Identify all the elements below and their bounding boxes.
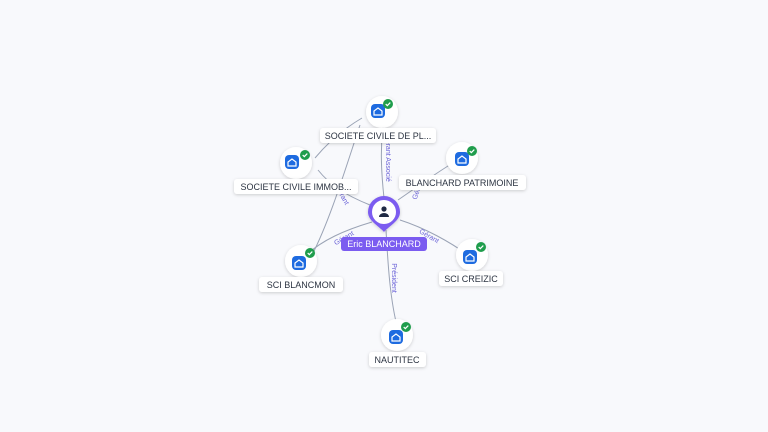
verified-check-icon: [383, 99, 393, 109]
verified-check-icon: [305, 248, 315, 258]
building-icon: [292, 256, 306, 270]
node-label: BLANCHARD PATRIMOINE: [406, 178, 519, 188]
company-node-n5[interactable]: SCI CREIZIC: [439, 239, 503, 286]
person-icon: [379, 206, 389, 217]
building-icon: [371, 104, 385, 118]
node-label: SOCIETE CIVILE IMMOB...: [240, 182, 351, 192]
company-node-n2[interactable]: SOCIETE CIVILE IMMOB...: [234, 147, 358, 194]
verified-check-icon: [300, 150, 310, 160]
company-node-n6[interactable]: NAUTITEC: [369, 319, 426, 367]
edge-label-n1: Gérant Associé: [384, 134, 391, 182]
node-label: SCI CREIZIC: [444, 274, 498, 284]
node-label: NAUTITEC: [375, 355, 421, 365]
company-node-n4[interactable]: SCI BLANCMON: [259, 245, 343, 292]
company-node-n3[interactable]: BLANCHARD PATRIMOINE: [399, 142, 526, 190]
verified-check-icon: [476, 242, 486, 252]
verified-check-icon: [467, 146, 477, 156]
node-label: SOCIETE CIVILE DE PL...: [325, 131, 432, 141]
building-icon: [389, 330, 403, 344]
edge-label-n6: Président: [390, 263, 397, 293]
person-node-center[interactable]: Eric BLANCHARD: [341, 196, 427, 251]
verified-check-icon: [401, 322, 411, 332]
company-node-n1[interactable]: SOCIETE CIVILE DE PL...: [320, 96, 436, 143]
building-icon: [285, 155, 299, 169]
node-label: SCI BLANCMON: [267, 280, 336, 290]
building-icon: [463, 250, 477, 264]
building-icon: [455, 152, 469, 166]
center-node-label: Eric BLANCHARD: [347, 239, 421, 249]
